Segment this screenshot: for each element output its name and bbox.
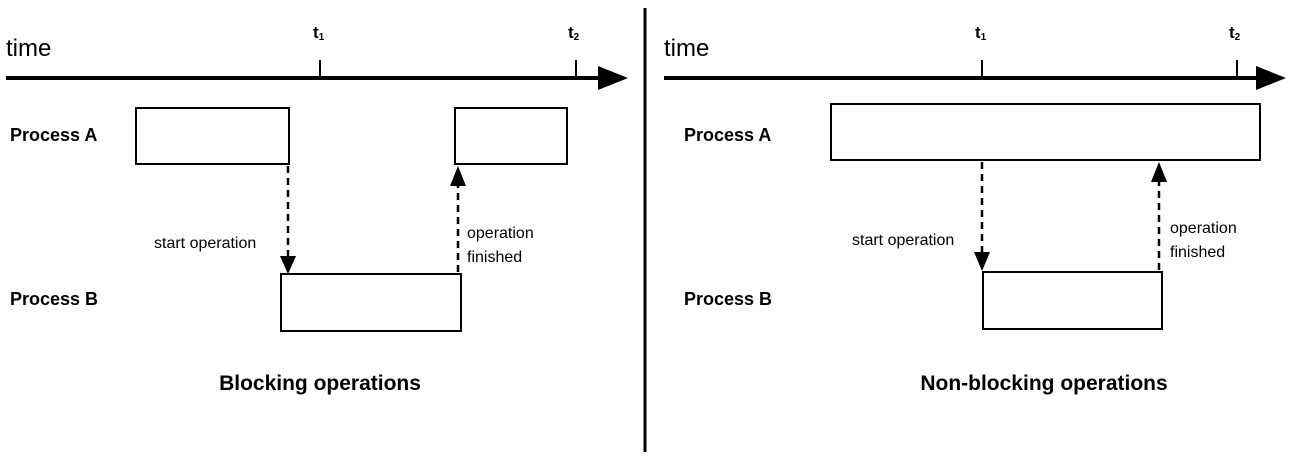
tick-label-t1: t1 bbox=[975, 23, 987, 43]
operation-finished-label-2: finished bbox=[467, 249, 522, 266]
process-b-box bbox=[280, 273, 462, 332]
process-a-box-2 bbox=[454, 107, 568, 165]
start-arrowhead bbox=[974, 252, 990, 271]
process-a-box-1 bbox=[135, 107, 290, 165]
tick-label-t2: t2 bbox=[1229, 23, 1241, 43]
process-a-label: Process A bbox=[10, 125, 97, 145]
tick-label-t2: t2 bbox=[568, 23, 580, 43]
tick-label-t1: t1 bbox=[313, 23, 325, 43]
non-blocking-caption: Non-blocking operations bbox=[920, 372, 1167, 395]
start-arrowhead bbox=[280, 256, 296, 274]
operation-finished-label-2: finished bbox=[1170, 244, 1225, 261]
operation-finished-label-1: operation bbox=[1170, 220, 1237, 237]
finish-arrowhead bbox=[1151, 162, 1167, 182]
process-b-box bbox=[982, 271, 1163, 330]
finish-arrowhead bbox=[450, 166, 466, 186]
process-a-label: Process A bbox=[684, 125, 771, 145]
start-operation-label: start operation bbox=[852, 232, 954, 249]
time-axis-label: time bbox=[6, 35, 51, 62]
blocking-caption: Blocking operations bbox=[219, 372, 421, 395]
process-a-box bbox=[830, 103, 1261, 161]
time-axis-arrowhead bbox=[598, 66, 628, 90]
non-blocking-panel: time t1 t2 Process A Process B start ope… bbox=[664, 23, 1286, 395]
process-b-label: Process B bbox=[10, 289, 98, 309]
time-axis-label: time bbox=[664, 35, 709, 62]
start-operation-label: start operation bbox=[154, 235, 256, 252]
operation-finished-label-1: operation bbox=[467, 225, 534, 242]
process-b-label: Process B bbox=[684, 289, 772, 309]
time-axis-arrowhead bbox=[1256, 66, 1286, 90]
blocking-panel: time t1 t2 Process A Process B start ope… bbox=[6, 23, 628, 395]
